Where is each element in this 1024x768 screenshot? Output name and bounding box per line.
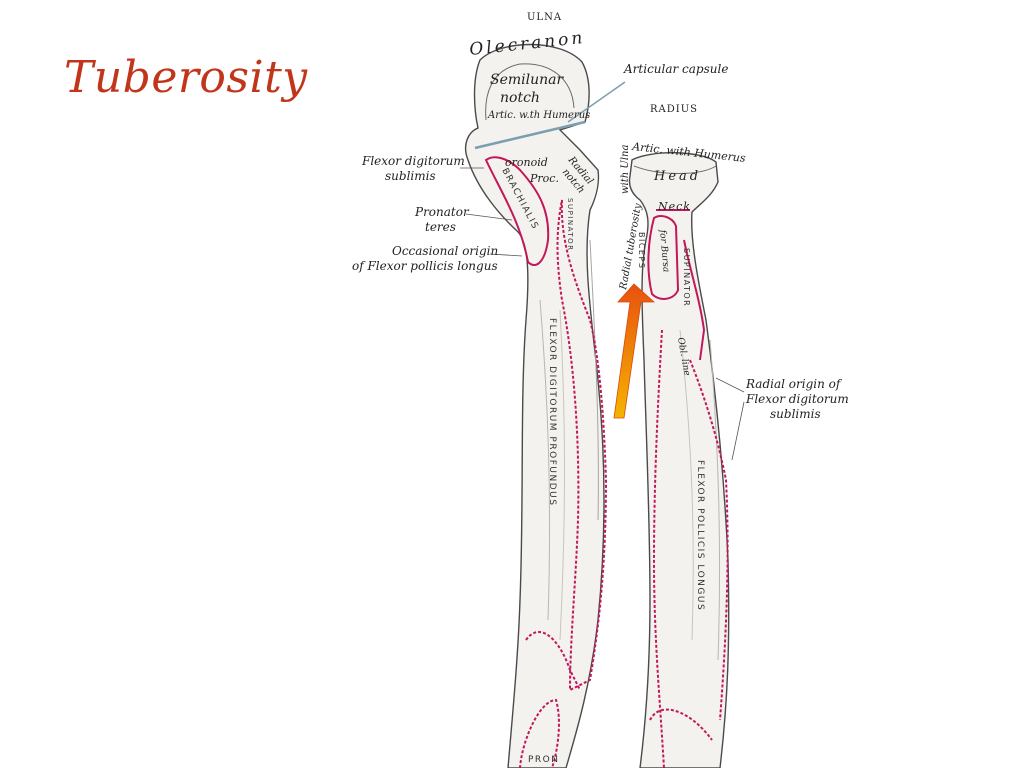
radial-origin-label-1: Radial origin of	[745, 377, 843, 391]
ulna-label: ULNA	[527, 12, 562, 23]
radial-origin-label-3: sublimis	[770, 407, 821, 421]
flexor-sublimis-label-2: sublimis	[385, 169, 436, 183]
slide-title: Tuberosity	[64, 52, 308, 103]
occasional-origin-label-2: of Flexor pollicis longus	[352, 259, 498, 273]
head-label: Head	[653, 169, 701, 184]
for-bursa-label: for Bursa	[657, 228, 671, 272]
flexor-pollicis-label: FLEXOR POLLICIS LONGUS	[695, 460, 705, 611]
biceps-label: BICEPS	[637, 232, 646, 269]
supinator-radius-label: SUPINATOR	[682, 248, 691, 307]
pronator-teres-label-1: Pronator	[414, 205, 470, 219]
pronator-teres-label-2: teres	[425, 220, 456, 234]
artic-humerus-ulna-label: Artic. w.th Humerus	[487, 110, 590, 121]
articular-capsule-label: Articular capsule	[623, 62, 728, 76]
radius-bone	[628, 152, 730, 768]
radial-origin-label-2: Flexor digitorum	[745, 392, 849, 406]
occasional-origin-label-1: Occasional origin	[392, 244, 498, 258]
artic-ulna-label: with Ulna	[620, 145, 631, 194]
tuberosity-arrow	[613, 283, 656, 419]
pronator-label: PRON	[528, 755, 560, 765]
flexor-sublimis-label-1: Flexor digitorum	[361, 154, 465, 168]
coronoid-label-1: oronoid	[505, 156, 548, 169]
flexor-profundus-label: FLEXOR DIGITORUM PROFUNDUS	[547, 318, 557, 506]
leader-lines	[460, 167, 745, 461]
neck-label: Neck	[657, 200, 691, 213]
supinator-ulna-label: SUPINATOR	[566, 198, 574, 251]
muscle-outlines	[484, 156, 729, 768]
semilunar-label-2: notch	[500, 90, 540, 106]
semilunar-label-1: Semilunar	[490, 72, 564, 88]
radius-label: RADIUS	[650, 104, 698, 115]
coronoid-label-2: Proc.	[529, 172, 559, 185]
ulna-bone	[464, 43, 626, 768]
